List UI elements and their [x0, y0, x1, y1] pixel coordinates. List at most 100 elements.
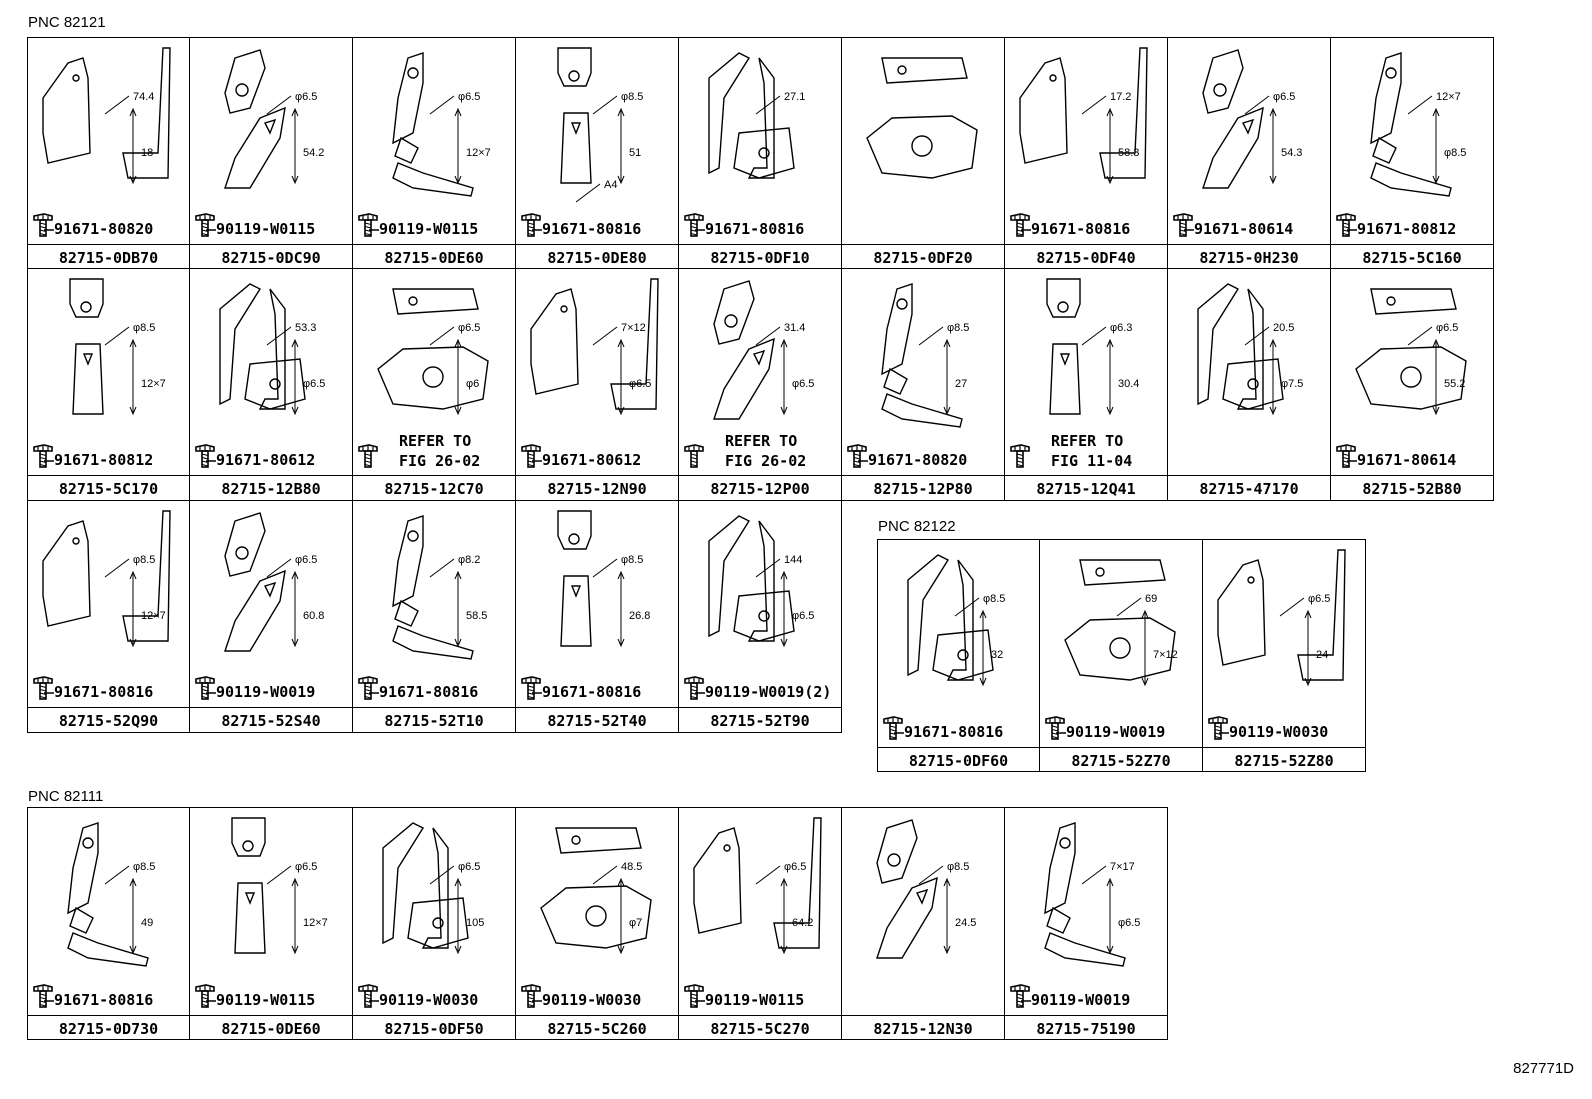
pnc-section-label: PNC 82111 [28, 788, 104, 805]
part-number: 82715-52Z80 [1203, 747, 1365, 774]
dimension-label: 24.5 [955, 917, 976, 929]
bolt-part-number: 91671-80614 [1357, 451, 1457, 469]
bracket-drawing [1355, 288, 1467, 410]
part-cell[interactable]: 82715-0DF20 [842, 37, 1005, 269]
bolt-part-number: 90119-W0030 [542, 991, 642, 1009]
bolt-part-number: 90119-W0115 [705, 991, 805, 1009]
part-illustration: φ8.258.5 [369, 515, 487, 694]
bracket-drawing [1217, 549, 1346, 681]
part-number: 82715-5C160 [1331, 244, 1493, 271]
part-number: 82715-0DF60 [878, 747, 1039, 774]
dimension-label: 7×12 [1153, 649, 1178, 661]
figure-id: 827771D [1513, 1060, 1574, 1077]
part-number: 82715-12Q41 [1005, 475, 1167, 502]
bracket-drawing [693, 817, 822, 949]
bracket-drawing [881, 283, 963, 428]
dimension-label: φ6.5 [1273, 91, 1295, 103]
dimension-label: 18 [141, 147, 153, 159]
part-number: 82715-12P80 [842, 475, 1004, 502]
part-illustration: φ8.549 [44, 822, 155, 1002]
dimension-label: 32 [991, 649, 1003, 661]
bolt-icon [847, 444, 867, 468]
part-illustration: φ6.560.8 [206, 512, 324, 694]
bolt-icon [33, 676, 53, 700]
bracket-drawing [1370, 52, 1452, 197]
dimension-label: φ6.3 [1110, 322, 1132, 334]
dimension-label: A4 [604, 179, 617, 191]
bolt-icon [358, 444, 378, 468]
bracket-drawing [876, 819, 938, 959]
bracket-drawing [1046, 278, 1081, 415]
bolt-icon [684, 676, 704, 700]
dimension-label: 12×7 [141, 610, 166, 622]
part-number: 82715-12C70 [353, 475, 515, 502]
part-illustration: 27.1 [695, 52, 805, 231]
dimension-label: 64.2 [792, 917, 813, 929]
dimension-label: 17.2 [1110, 91, 1131, 103]
part-number: 82715-0D730 [28, 1015, 189, 1042]
part-number: 82715-0H230 [1168, 244, 1330, 271]
part-number: 82715-12P00 [679, 475, 841, 502]
dimension-label: φ6.5 [784, 861, 806, 873]
bolt-part-number: 90119-W0019 [216, 683, 316, 701]
bolt-part-number: 91671-80816 [904, 723, 1004, 741]
bolt-icon [1208, 716, 1228, 740]
dimension-label: φ6.5 [458, 91, 480, 103]
dimension-label: 74.4 [133, 91, 154, 103]
bracket-drawing [382, 822, 469, 949]
bolt-icon [1336, 213, 1356, 237]
bracket-drawing [231, 817, 266, 954]
bracket-drawing [866, 57, 978, 179]
part-number: 82715-12N30 [842, 1015, 1004, 1042]
dimension-label: φ8.5 [133, 322, 155, 334]
dimension-label: φ8.5 [947, 322, 969, 334]
dimension-label: φ6.5 [295, 861, 317, 873]
bolt-icon [195, 213, 215, 237]
bracket-drawing [224, 49, 286, 189]
pnc-section-label: PNC 82121 [28, 14, 106, 31]
part-number: 82715-0DF20 [842, 244, 1004, 271]
bolt-icon [1336, 444, 1356, 468]
bolt-icon [684, 444, 704, 468]
part-number: 82715-0DF10 [679, 244, 841, 271]
bolt-part-number: 90119-W0030 [1229, 723, 1329, 741]
bracket-drawing [392, 52, 474, 197]
dimension-label: φ6.5 [792, 378, 814, 390]
bracket-drawing [557, 510, 592, 647]
